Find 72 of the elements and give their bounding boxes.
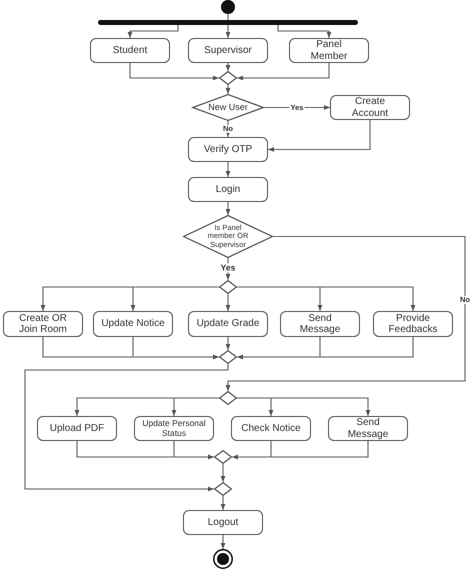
arrow: [277, 25, 332, 38]
decision-diamond: [183, 215, 273, 258]
arrow: [226, 202, 230, 215]
arrow: [173, 441, 214, 460]
arrow: [24, 364, 229, 492]
merge-diamond: [219, 280, 237, 294]
activity-label: Supervisor: [204, 44, 252, 56]
activity-label: Create OR Join Room: [18, 312, 68, 336]
activity-label: Student: [112, 44, 148, 56]
activity-label: Update Personal Status: [141, 418, 207, 438]
end-circle: [213, 549, 233, 569]
activity-box: [231, 416, 311, 441]
arrow: [237, 63, 330, 80]
merge-diamond: [219, 71, 237, 85]
connector-line: [227, 14, 229, 20]
start-circle: [221, 0, 235, 14]
activity-box: [3, 311, 83, 337]
activity-box: [37, 416, 117, 441]
arrow: [226, 63, 230, 71]
arrow: [226, 162, 230, 177]
activity-box: [373, 311, 453, 337]
activity-box: [280, 311, 360, 337]
arrow: [268, 120, 371, 152]
arrow: [129, 63, 219, 80]
activity-label: Send Message: [346, 417, 390, 440]
arrow: [226, 121, 230, 137]
activity-box: [93, 311, 173, 337]
activity-label: Panel Member: [310, 39, 348, 62]
merge-diamond: [219, 350, 237, 364]
activity-label: Send Message: [298, 312, 342, 336]
arrow: [128, 25, 179, 38]
merge-diamond: [214, 482, 232, 496]
activity-label: Verify OTP: [204, 144, 252, 156]
merge-diamond: [219, 391, 237, 405]
arrow: [220, 535, 226, 549]
activity-box: [188, 137, 268, 162]
arrow: [132, 337, 219, 360]
arrow: [226, 337, 230, 350]
activity-label: Login: [216, 184, 240, 196]
activity-box: [188, 38, 268, 63]
arrow: [172, 397, 219, 416]
edge-label: Yes: [220, 263, 236, 273]
arrow: [220, 496, 226, 510]
fork-bar: [98, 20, 358, 25]
arrow: [226, 25, 230, 38]
arrow: [237, 286, 416, 311]
decision-diamond: [192, 94, 264, 121]
arrow: [226, 85, 230, 94]
arrow: [237, 337, 414, 360]
activity-label: Logout: [208, 516, 238, 528]
arrow: [130, 286, 219, 311]
activity-label: Update Notice: [101, 318, 165, 330]
decision-label: New User: [208, 102, 248, 113]
arrow: [226, 294, 230, 311]
arrow: [232, 441, 369, 460]
activity-box: [183, 510, 263, 535]
arrow: [237, 397, 370, 416]
activity-box: [289, 38, 369, 63]
activity-label: Provide Feedbacks: [388, 312, 438, 336]
activity-box: [90, 38, 170, 63]
activity-box: [330, 95, 410, 120]
merge-diamond: [214, 450, 232, 464]
activity-box: [188, 311, 268, 337]
activity-label: Check Notice: [241, 422, 301, 434]
activity-label: Update Grade: [196, 318, 260, 330]
activity-box: [328, 416, 408, 441]
arrow: [220, 464, 226, 482]
activity-box: [134, 416, 214, 441]
arrow: [226, 236, 466, 391]
activity-box: [188, 177, 268, 202]
activity-label: Create Account: [350, 96, 390, 119]
activity-label: Upload PDF: [50, 422, 104, 434]
